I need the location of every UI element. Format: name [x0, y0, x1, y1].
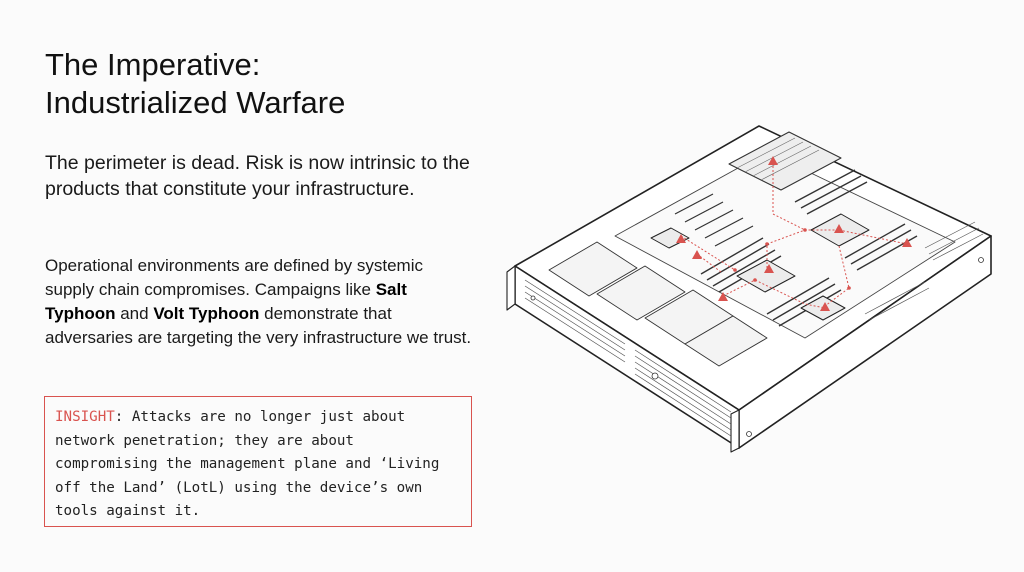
page-title: The Imperative: Industrialized Warfare: [45, 46, 485, 122]
lead-paragraph: The perimeter is dead. Risk is now intri…: [45, 152, 470, 200]
volt-typhoon-emphasis: Volt Typhoon: [153, 304, 260, 323]
body-text-part-1: Operational environments are defined by …: [45, 256, 423, 299]
warning-triangle-icon: [676, 156, 912, 311]
body-paragraph: Operational environments are defined by …: [45, 254, 475, 350]
insight-tag: INSIGHT: [55, 409, 115, 425]
expansion-slots: [674, 193, 754, 247]
title-line-2: Industrialized Warfare: [45, 85, 346, 120]
server-chassis-icon: [506, 125, 992, 453]
drive-bays: [548, 241, 768, 367]
front-vent-pattern: [524, 279, 732, 437]
body-text-part-2: demonstrate that adversaries are targeti…: [45, 304, 472, 347]
insight-text: : Attacks are no longer just about netwo…: [55, 409, 440, 519]
insight-callout: INSIGHT: Attacks are no longer just abou…: [44, 396, 472, 527]
title-line-1: The Imperative:: [45, 47, 261, 82]
compromise-traces: [680, 162, 908, 309]
salt-typhoon-emphasis: Salt Typhoon: [45, 280, 407, 323]
body-text-and: and: [115, 304, 154, 323]
